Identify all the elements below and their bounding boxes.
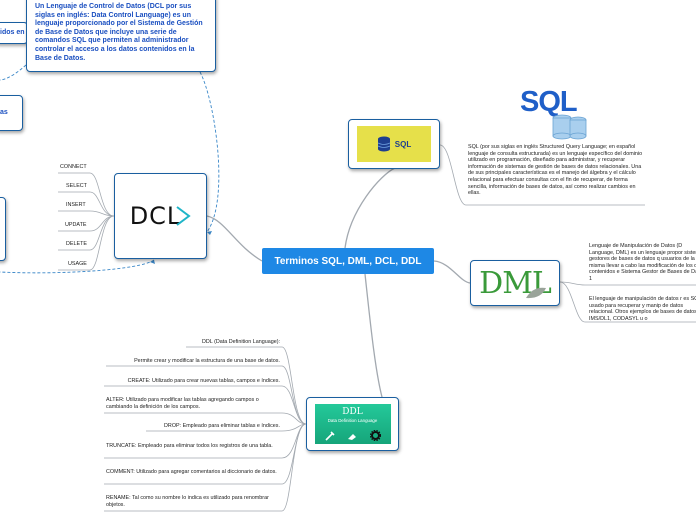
ddl-banner-title: DDL	[342, 407, 363, 417]
sql-description: SQL (por sus siglas en inglés Structured…	[468, 144, 643, 197]
dcl-definition-note[interactable]: Un Lenguaje de Control de Datos (DCL por…	[26, 0, 216, 72]
ddl-item-truncate: TRUNCATE: Empleado para eliminar todos l…	[106, 443, 273, 449]
dml-note-1: Lenguaje de Manipulación de Datos (D Lan…	[589, 243, 696, 282]
sql-banner: SQL	[357, 126, 431, 162]
sql-node[interactable]: SQL	[348, 119, 440, 169]
dcl-command-usage: USAGE	[68, 261, 87, 267]
partial-box-lower-left[interactable]	[0, 197, 6, 261]
ddl-banner: DDL Data Definition Language	[314, 404, 391, 444]
sql-banner-text: SQL	[394, 139, 412, 149]
dcl-command-insert: INSERT	[66, 202, 86, 208]
dcl-command-select: SELECT	[66, 183, 87, 189]
dcl-node[interactable]: DCL	[114, 173, 207, 259]
ddl-item-comment: COMMENT: Utilizado para agregar comentar…	[106, 469, 277, 475]
dcl-logo-text: DCL	[129, 202, 182, 230]
stacked-database-icon	[552, 114, 587, 140]
ddl-item-alter: ALTER: Utilizado para modificar las tabl…	[106, 397, 259, 410]
ddl-item-title: DDL (Data Definition Language):	[201, 339, 280, 345]
database-icon	[377, 136, 390, 152]
dcl-command-delete: DELETE	[66, 241, 87, 247]
partial-text-1: idos en	[0, 29, 25, 36]
dml-node[interactable]: DML	[470, 260, 560, 306]
ddl-node[interactable]: DDL Data Definition Language	[306, 397, 399, 451]
dml-logo: DML	[479, 266, 552, 301]
partial-text-2: as	[0, 109, 8, 116]
central-topic[interactable]: Terminos SQL, DML, DCL, DDL	[262, 248, 434, 274]
ddl-item-rename: RENAME: Tal como su nombre lo indica es …	[106, 495, 269, 508]
dcl-chevron-icon	[176, 206, 191, 226]
gear-icon	[369, 430, 381, 441]
pencil-icon	[324, 431, 335, 441]
partial-box-mid-left[interactable]	[0, 95, 23, 131]
dcl-command-connect: CONNECT	[60, 164, 87, 170]
sql-logo-text: SQL	[520, 86, 578, 118]
ddl-item-definition: Permite crear y modificar la estructura …	[134, 358, 280, 364]
ddl-banner-subtitle: Data Definition Language	[327, 418, 378, 423]
dml-note-2: El lenguaje de manipulación de datos r e…	[589, 296, 696, 322]
leaf-icon	[526, 287, 547, 298]
sql-logo: SQL	[518, 86, 592, 142]
dcl-logo: DCL	[130, 202, 192, 230]
ddl-item-drop: DROP: Empleado para eliminar tablas e ín…	[164, 423, 280, 429]
ddl-item-create: CREATE: Utilizado para crear nuevas tabl…	[127, 378, 280, 384]
eraser-icon	[347, 434, 356, 440]
dcl-command-update: UPDATE	[65, 222, 87, 228]
